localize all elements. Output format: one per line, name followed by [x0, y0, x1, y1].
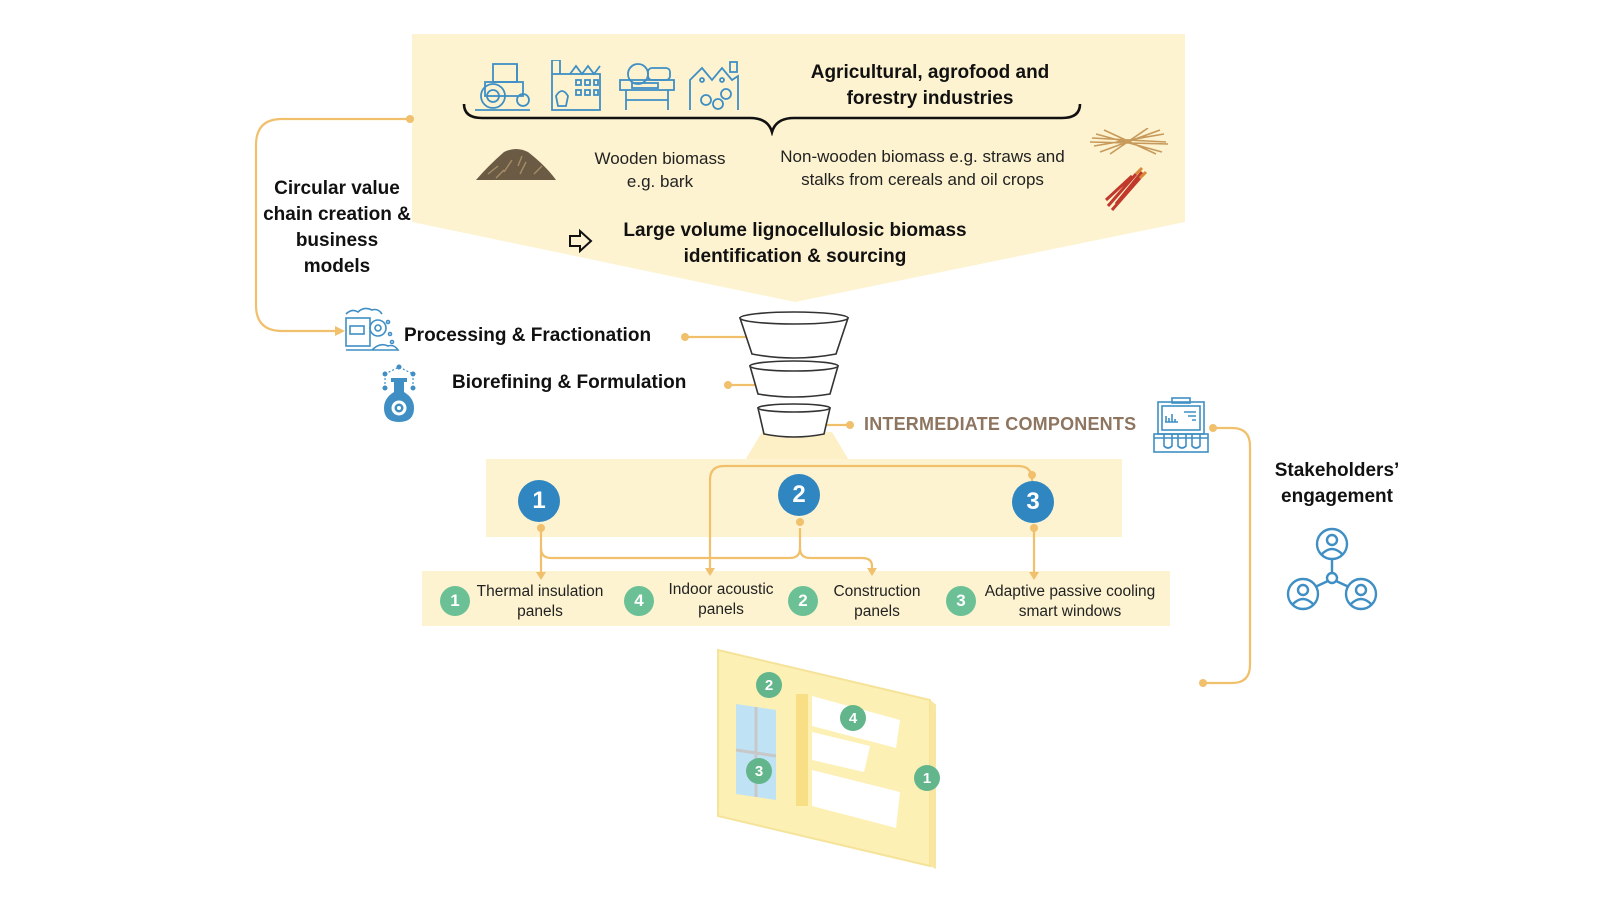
- stakeholders-network-icon: [1286, 527, 1378, 611]
- component-badge: 3: [1012, 481, 1054, 523]
- processing-fractionation-label: Processing & Fractionation: [404, 325, 652, 346]
- arrowhead: [867, 568, 877, 576]
- building-marker: 3: [746, 758, 772, 784]
- connector-dot: [1209, 424, 1217, 432]
- straw-stalks-image: [1090, 128, 1169, 211]
- straw-icon: [1090, 128, 1169, 155]
- timber-warehouse-icon: [689, 61, 739, 110]
- connector-dot: [406, 115, 414, 123]
- arrowhead: [705, 568, 715, 576]
- building-marker: 1: [914, 765, 940, 791]
- acoustic-panel: [812, 732, 870, 772]
- component-badge: 2: [778, 474, 820, 516]
- product-badge: 4: [624, 586, 654, 616]
- intermediate-components-label: INTERMEDIATE COMPONENTS: [864, 414, 1137, 434]
- arrowhead: [536, 572, 546, 580]
- component-badge: 1: [518, 480, 560, 522]
- funnel-glow: [744, 432, 850, 462]
- stalks-icon: [1104, 166, 1148, 211]
- tractor-icon: [475, 63, 530, 111]
- lab-analysis-icon: [1153, 397, 1209, 453]
- stakeholders-engagement-label: Stakeholders’ engagement: [1274, 460, 1400, 507]
- right-arrow-icon: [569, 229, 593, 253]
- connector-dot: [846, 421, 854, 429]
- arrowhead: [1029, 572, 1039, 580]
- connector-dot: [724, 381, 732, 389]
- sourcing-title: Large volume lignocellulosic biomass ide…: [623, 220, 967, 267]
- wooden-biomass-label: Wooden biomass e.g. bark: [594, 149, 726, 191]
- comp1-branch: [539, 528, 802, 560]
- curly-brace: [462, 103, 1082, 136]
- biorefining-flask-icon: [382, 364, 416, 422]
- building-marker: 2: [756, 672, 782, 698]
- stakeholder-loop-line: [1203, 426, 1252, 685]
- circular-loop-line: [254, 117, 410, 333]
- bark-pile-image: [476, 149, 556, 180]
- comp2-branch: [798, 547, 874, 572]
- building-marker: 4: [840, 705, 866, 731]
- funnel-tier-bottom: [756, 407, 832, 438]
- product-badge: 2: [788, 586, 818, 616]
- connector-dot: [1030, 524, 1038, 532]
- funnel-tier-top: [738, 317, 850, 359]
- funnel-tier-middle: [748, 365, 840, 398]
- biorefining-formulation-label: Biorefining & Formulation: [452, 372, 687, 393]
- food-factory-icon: [551, 60, 601, 111]
- non-wooden-biomass-label: Non-wooden biomass e.g. straws and stalk…: [780, 147, 1065, 189]
- connector-dot: [796, 518, 804, 526]
- product-badge: 3: [946, 586, 976, 616]
- sawmill-icon: [619, 63, 675, 110]
- product-label: Indoor acoustic panels: [668, 581, 774, 618]
- product-label: Thermal insulation panels: [476, 583, 604, 620]
- processing-machine-icon: [345, 307, 400, 351]
- connector-dot: [1028, 471, 1036, 479]
- product-label: Adaptive passive cooling smart windows: [984, 583, 1156, 620]
- arrowhead: [335, 326, 345, 336]
- industries-icons: [475, 60, 739, 111]
- sourcing-panel: [412, 34, 1185, 302]
- connector-dot: [681, 333, 689, 341]
- acoustic-panel: [812, 770, 900, 828]
- industries-title: Agricultural, agrofood and forestry indu…: [810, 62, 1050, 109]
- connector-dot: [537, 524, 545, 532]
- product-badge: 1: [440, 586, 470, 616]
- product-label: Construction panels: [833, 583, 921, 620]
- connector-dot: [1199, 679, 1207, 687]
- circular-value-chain-label: Circular value chain creation & business…: [263, 178, 411, 277]
- funnel-icon: [738, 311, 850, 438]
- building-wall-illustration: [717, 648, 936, 869]
- bracket-line-top: [708, 464, 1034, 572]
